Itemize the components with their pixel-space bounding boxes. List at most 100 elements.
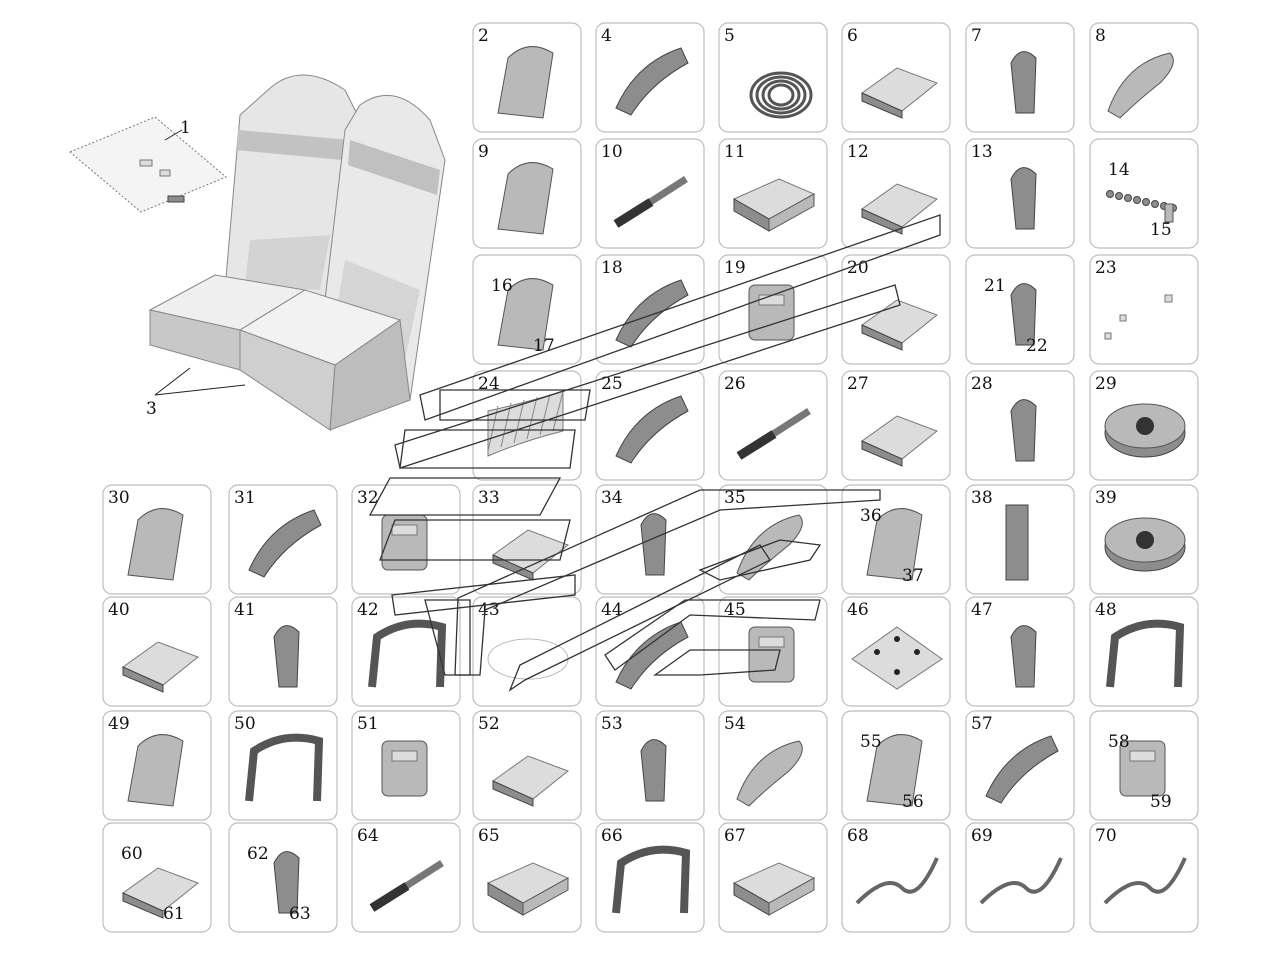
part-number: 26 bbox=[724, 374, 746, 394]
pad-part-icon bbox=[122, 641, 199, 693]
part-number: 47 bbox=[971, 600, 993, 620]
part-number: 39 bbox=[1095, 488, 1117, 508]
part-number: 67 bbox=[724, 826, 746, 846]
hook-part-icon bbox=[273, 851, 300, 914]
cover-part-icon bbox=[492, 755, 569, 807]
mechanism-part-icon bbox=[736, 514, 803, 581]
block-part-icon bbox=[615, 47, 689, 116]
part-number: 18 bbox=[601, 258, 623, 278]
part-callout: 60 bbox=[121, 844, 143, 864]
manual-sheet-icon bbox=[69, 116, 227, 213]
console-part-icon bbox=[486, 862, 570, 916]
part-cell: 12 bbox=[841, 138, 951, 249]
part-cell: 43 bbox=[472, 596, 582, 707]
part-number: 41 bbox=[234, 600, 256, 620]
part-number: 65 bbox=[478, 826, 500, 846]
curved-arm-icon bbox=[615, 395, 689, 464]
part-cell: 29 bbox=[1089, 370, 1199, 481]
part-number: 20 bbox=[847, 258, 869, 278]
gas-strut-icon bbox=[613, 176, 688, 228]
seat-assembly: 1 3 bbox=[69, 74, 446, 431]
part-cell: 5 bbox=[718, 22, 828, 133]
part-cell: 28 bbox=[965, 370, 1075, 481]
part-cell: 19 bbox=[718, 254, 828, 365]
part-number: 11 bbox=[724, 142, 746, 162]
tray-part-icon bbox=[732, 178, 816, 232]
part-cell: 9 bbox=[472, 138, 582, 249]
part-number: 9 bbox=[478, 142, 489, 162]
part-cell: 18 bbox=[595, 254, 705, 365]
armrest-frame-icon bbox=[1106, 619, 1185, 688]
part-number: 8 bbox=[1095, 26, 1106, 46]
part-cell: 11 bbox=[718, 138, 828, 249]
part-cell: 50 bbox=[228, 710, 338, 821]
spring-coil-icon bbox=[749, 71, 813, 119]
part-number: 5 bbox=[724, 26, 735, 46]
overlay-lines bbox=[368, 214, 941, 692]
handle-part-icon bbox=[497, 278, 554, 351]
strip-part-icon bbox=[1005, 504, 1029, 581]
part-cell: 6 bbox=[841, 22, 951, 133]
foot-part-icon bbox=[861, 415, 938, 467]
part-number: 34 bbox=[601, 488, 623, 508]
knob-part-icon bbox=[1010, 51, 1037, 114]
part-callout: 61 bbox=[163, 904, 185, 924]
part-cell: 68 bbox=[841, 822, 951, 933]
bracket-arm-icon bbox=[640, 739, 667, 802]
part-cell: 33 bbox=[472, 484, 582, 595]
cell-frame bbox=[1089, 822, 1199, 933]
part-cell: 47 bbox=[965, 596, 1075, 707]
part-cell: 51 bbox=[351, 710, 461, 821]
hinge-part-icon bbox=[748, 626, 795, 683]
part-number: 50 bbox=[234, 714, 256, 734]
double-seat-icon bbox=[148, 74, 446, 431]
part-cell: 70 bbox=[1089, 822, 1199, 933]
part-number: 68 bbox=[847, 826, 869, 846]
part-cell: 40 bbox=[102, 596, 212, 707]
part-cell: 49 bbox=[102, 710, 212, 821]
small-parts-icon bbox=[1104, 294, 1173, 340]
curved-tube-icon bbox=[381, 740, 428, 797]
part-number: 28 bbox=[971, 374, 993, 394]
part-number: 69 bbox=[971, 826, 993, 846]
part-number: 48 bbox=[1095, 600, 1117, 620]
part-cell: 20 bbox=[841, 254, 951, 365]
part-callout: 36 bbox=[860, 506, 882, 526]
linkage-part-icon bbox=[615, 621, 689, 690]
part-number: 46 bbox=[847, 600, 869, 620]
cup-holder-icon bbox=[732, 862, 816, 916]
part-cell: 54 bbox=[718, 710, 828, 821]
part-number: 30 bbox=[108, 488, 130, 508]
part-callout: 63 bbox=[289, 904, 311, 924]
rod-part-icon bbox=[736, 408, 811, 460]
part-cell: 38 bbox=[965, 484, 1075, 595]
part-callout: 17 bbox=[533, 336, 555, 356]
arch-part-icon bbox=[368, 619, 447, 688]
part-callout: 37 bbox=[902, 566, 924, 586]
part-number: 64 bbox=[357, 826, 379, 846]
part-number: 45 bbox=[724, 600, 746, 620]
hook-part-icon bbox=[1010, 283, 1037, 346]
part-cell: 35 bbox=[718, 484, 828, 595]
part-cell: 66 bbox=[595, 822, 705, 933]
part-callout: 15 bbox=[1150, 220, 1172, 240]
part-number: 33 bbox=[478, 488, 500, 508]
clip-part-icon bbox=[497, 46, 554, 119]
part-number: 10 bbox=[601, 142, 623, 162]
part-cell: 31 bbox=[228, 484, 338, 595]
cushion-part-icon bbox=[861, 299, 938, 351]
part-number: 23 bbox=[1095, 258, 1117, 278]
armrest-frame-icon bbox=[245, 733, 324, 802]
part-cell: 13 bbox=[965, 138, 1075, 249]
cable-part-icon bbox=[979, 857, 1063, 905]
part-number: 54 bbox=[724, 714, 746, 734]
disc-part-icon bbox=[1104, 403, 1186, 458]
part-number: 6 bbox=[847, 26, 858, 46]
cell-frame bbox=[841, 822, 951, 933]
